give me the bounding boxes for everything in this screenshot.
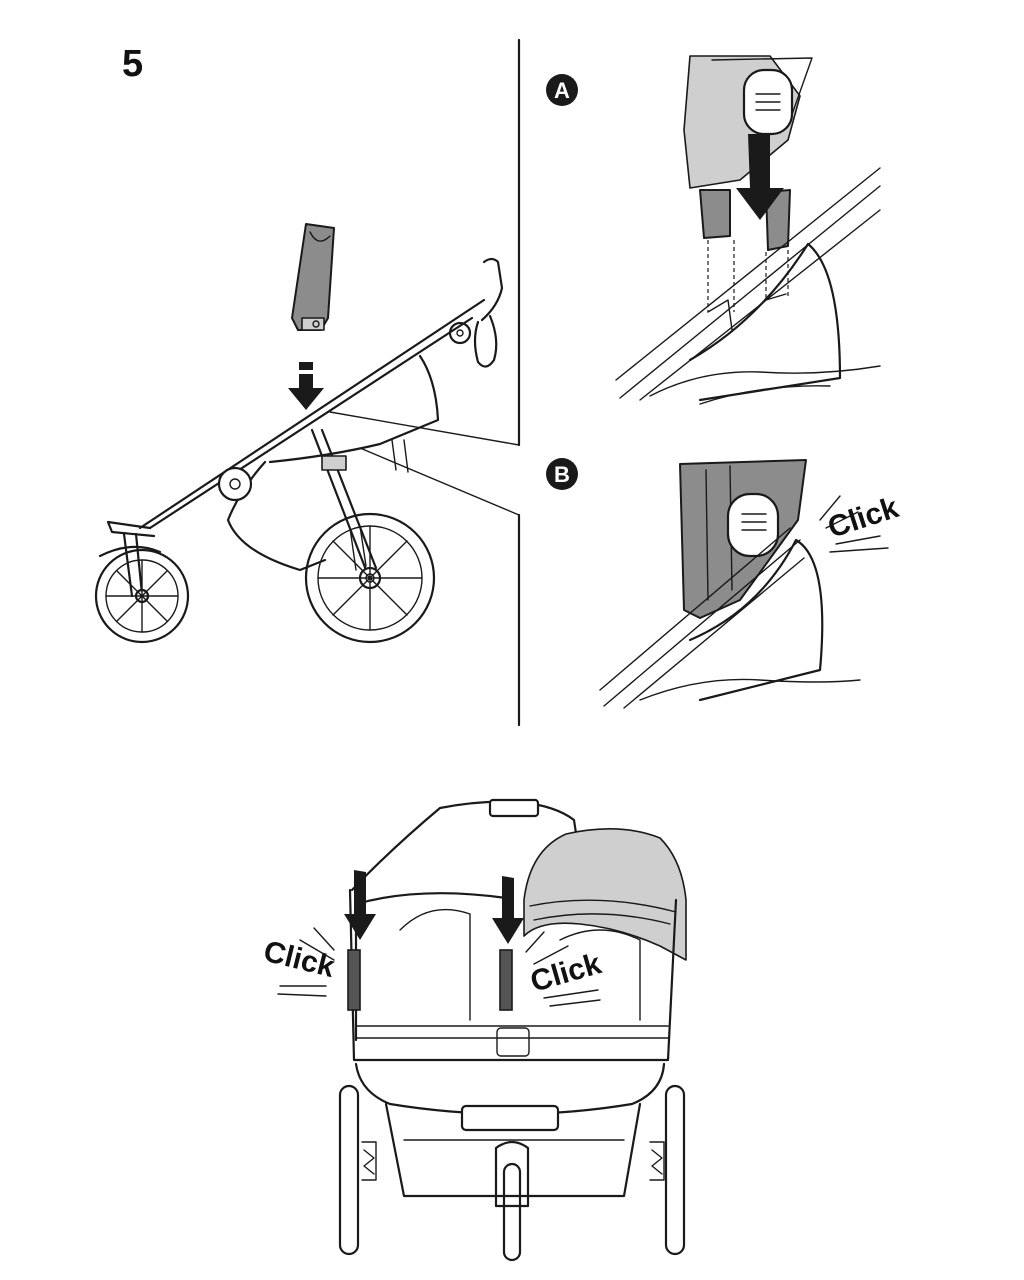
step-number: 5 xyxy=(122,43,143,85)
detail-b: B Click xyxy=(546,458,903,709)
click-sound-icon xyxy=(525,931,601,1007)
panel-divider xyxy=(329,38,521,727)
click-sound-icon xyxy=(277,927,335,997)
badge-b xyxy=(546,458,578,490)
down-arrow-icon xyxy=(344,870,524,944)
stroller-front-view: Click Click xyxy=(260,798,687,1262)
down-arrow-icon xyxy=(288,362,324,410)
badge-a-label: A xyxy=(554,78,570,103)
car-seat-adapter xyxy=(291,223,335,331)
click-label-b: Click xyxy=(824,491,903,545)
stroller-side-view xyxy=(94,223,504,644)
down-arrow-icon xyxy=(736,134,784,220)
badge-a xyxy=(546,74,578,106)
badge-b-label: B xyxy=(554,462,570,487)
detail-a: A xyxy=(546,55,881,405)
click-sound-icon xyxy=(819,495,889,553)
